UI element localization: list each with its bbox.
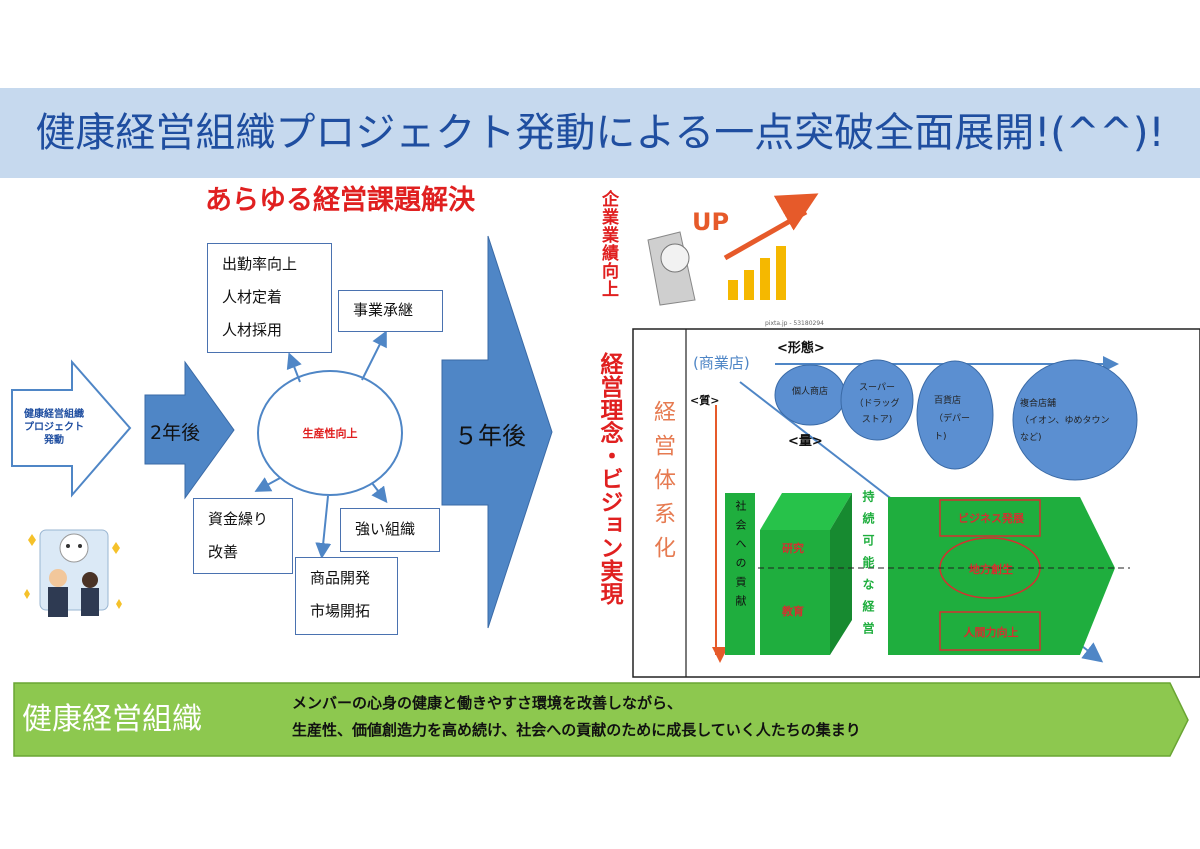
box-item-attendance: 出勤率向上 bbox=[222, 248, 331, 281]
quantity-label: <量> bbox=[788, 430, 823, 449]
box-item-product-1: 商品開発 bbox=[310, 562, 397, 595]
box-strong-label: 強い組織 bbox=[355, 520, 415, 538]
two-year-label: 2年後 bbox=[150, 418, 200, 445]
research-label: 研究 bbox=[782, 540, 804, 556]
five-year-label: ５年後 bbox=[454, 416, 526, 451]
box-item-product-2: 市場開拓 bbox=[310, 595, 397, 628]
business-label: ビジネス発展 bbox=[945, 510, 1037, 526]
sustainable-label: 持続可能な経営 bbox=[860, 490, 877, 644]
credit-text: pixta.jp - 53180294 bbox=[765, 320, 824, 327]
society-label: 社会への貢献 bbox=[732, 500, 748, 614]
office-people-illustration bbox=[24, 530, 122, 617]
center-label: 生産性向上 bbox=[258, 425, 402, 441]
box-strong-org: 強い組織 bbox=[340, 508, 440, 552]
box-funding: 資金繰り 改善 bbox=[193, 498, 293, 574]
box-attendance: 出勤率向上 人材定着 人材採用 bbox=[207, 243, 332, 353]
box-succession: 事業承継 bbox=[338, 290, 443, 332]
circle-label-1: 個人商店 bbox=[785, 386, 835, 399]
circle-label-3: 百貨店 （デパー ト) bbox=[920, 392, 994, 446]
box-succession-label: 事業承継 bbox=[353, 301, 413, 319]
box-item-retention: 人材定着 bbox=[222, 281, 331, 314]
box-item-funding-2: 改善 bbox=[208, 536, 292, 569]
human-label: 人間力向上 bbox=[945, 624, 1037, 640]
footer-line-1: メンバーの心身の健康と働きやすさ環境を改善しながら、 bbox=[292, 692, 682, 713]
shop-label: (商業店) bbox=[693, 352, 750, 373]
box-item-recruit: 人材採用 bbox=[222, 314, 331, 347]
start-arrow-label: 健康経営組織 プロジェクト 発動 bbox=[14, 408, 94, 447]
philosophy-label: 経営理念・ビジョン実現 bbox=[592, 352, 626, 605]
box-product: 商品開発 市場開拓 bbox=[295, 557, 398, 635]
education-label: 教育 bbox=[782, 603, 804, 619]
performance-label: 企業業績向上 bbox=[596, 190, 621, 298]
footer-title: 健康経営組織 bbox=[22, 694, 202, 738]
system-label: 経営体系化 bbox=[646, 400, 678, 570]
regional-label: 地方創生 bbox=[945, 561, 1037, 577]
quality-label: <質> bbox=[690, 392, 719, 408]
footer-line-2: 生産性、価値創造力を高め続け、社会への貢献のために成長していく人たちの集まり bbox=[292, 719, 861, 740]
circle-label-4: 複合店舗 （イオン、ゆめタウン など) bbox=[1020, 396, 1130, 447]
box-item-funding-1: 資金繰り bbox=[208, 503, 292, 536]
form-label: <形態> bbox=[777, 337, 825, 356]
circle-label-2: スーパー （ドラッグ ストア) bbox=[845, 380, 909, 428]
up-label: UP bbox=[692, 208, 729, 236]
